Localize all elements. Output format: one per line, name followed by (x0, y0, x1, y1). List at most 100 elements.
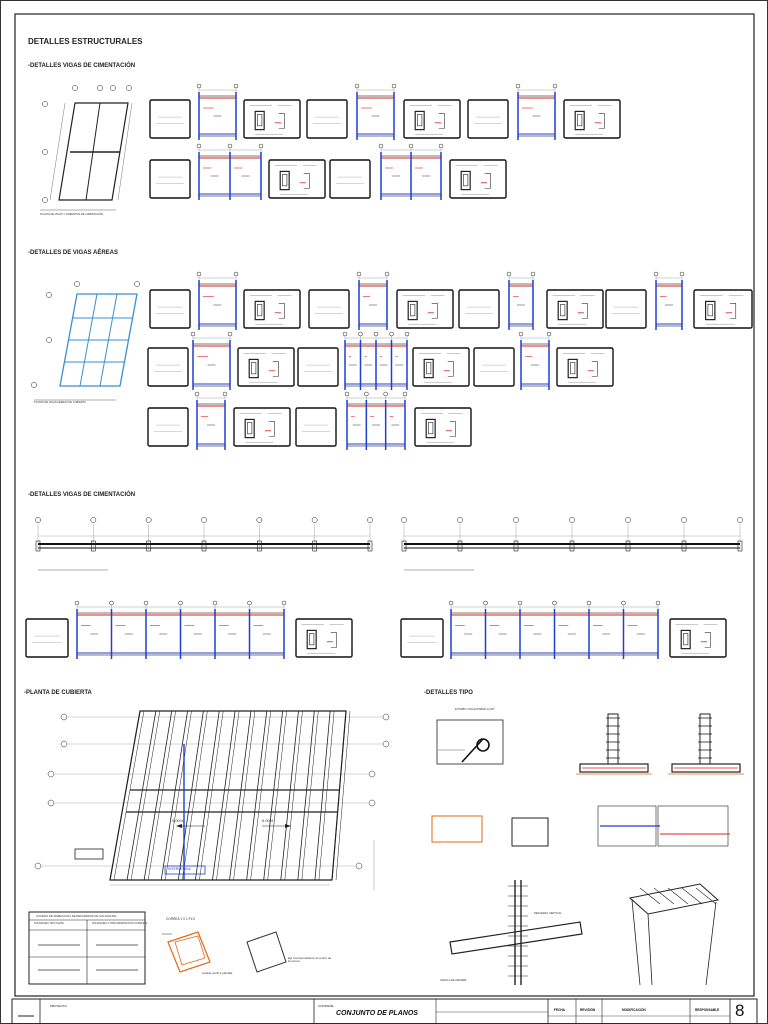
beam-axis-bubble (74, 600, 80, 606)
beam-axis-bubble (621, 600, 626, 606)
roof-beam (99, 293, 118, 387)
grid-bubble (34, 862, 42, 870)
grid-bubble (201, 517, 207, 523)
sheet-main-title: DETALLES ESTRUCTURALES (28, 37, 143, 46)
detail-section (567, 358, 578, 379)
beam-axis-bubble (227, 143, 233, 149)
section-box (147, 347, 189, 387)
beam-axis-bubble (196, 143, 202, 149)
title-block-contains-label: CONTIENE (318, 1004, 334, 1008)
hook-detail (330, 632, 337, 648)
beam-axis-bubble (530, 271, 536, 277)
purlin-profile (167, 931, 211, 973)
beam-axis-bubble (552, 600, 557, 606)
detail-box (449, 159, 507, 199)
detail-section (248, 358, 259, 379)
column-top-face (631, 899, 641, 986)
detail-box (396, 289, 454, 329)
grid-bubble (60, 740, 68, 748)
axis-line (49, 102, 66, 201)
hook-detail (591, 361, 598, 377)
section-box (467, 99, 509, 139)
section-title-detalles-tipo: -DETALLES TIPO (424, 690, 473, 696)
roof-purlin (246, 710, 268, 881)
detail-core (577, 114, 583, 127)
ridge-label-box (164, 865, 206, 875)
footing-mark (146, 540, 151, 552)
sheet-number: 8 (735, 1001, 745, 1020)
beam-axis-bubble (354, 83, 360, 89)
section-title-cimentacion-bottom: -DETALLES VIGAS DE CIMENTACIÓN (28, 492, 136, 498)
grid-bubble (382, 740, 390, 748)
detail-section (306, 629, 317, 650)
section-box (306, 99, 348, 139)
hook-detail (704, 632, 711, 648)
grid-bubble (457, 517, 463, 523)
detail-box (414, 407, 472, 447)
beam-axis-bubble (391, 83, 397, 89)
footing-detail (579, 763, 649, 773)
roof-purlin (263, 710, 284, 881)
detail-section (407, 300, 418, 321)
hook-detail (278, 303, 285, 319)
title-block-project-label: PROYECTO (50, 1004, 67, 1008)
hook-detail (447, 361, 454, 377)
grid-bubble (569, 517, 575, 523)
roof-purlin (284, 710, 303, 881)
purlin-profile-2 (246, 931, 287, 973)
weld-table-col2: SOLDADURA A TOPE PENETRACIÓN COMPLETA (92, 922, 148, 925)
detail-core (426, 362, 432, 375)
beam-axis-bubble (389, 331, 394, 337)
grid-bubble (42, 149, 48, 155)
hook-detail (272, 361, 279, 377)
detail-core (251, 362, 257, 375)
section-title-aereas: -DETALLES DE VIGAS AÉREAS (28, 250, 119, 256)
beam-axis-bubble (344, 391, 350, 397)
beam-axis-bubble (358, 331, 363, 337)
beam-axis-bubble (356, 271, 362, 277)
detail-box (243, 289, 301, 329)
grid-bubble (311, 517, 318, 523)
grid-bubble (90, 517, 97, 523)
beam-axis-bubble (194, 391, 200, 397)
beam-axis-bubble (653, 271, 659, 277)
roof-purlin (130, 710, 161, 881)
footing-mark (91, 540, 96, 552)
section-title-cubierta: -PLANTA DE CUBIERTA (24, 690, 92, 696)
roof-purlin (229, 710, 252, 881)
grid-bubble (110, 85, 116, 91)
grid-bubble (681, 517, 687, 523)
grid-bubble (31, 382, 37, 388)
column-top-face (647, 913, 653, 986)
column-top-rebar (681, 887, 703, 905)
profile-note-b: Eje correspondiente al centro de la corr… (288, 956, 332, 963)
section-box (458, 289, 500, 329)
roof-purlin (250, 710, 272, 881)
hook-detail-frame (436, 719, 504, 765)
slope-label-right: 5.00% (262, 818, 274, 823)
detail-section (244, 418, 255, 439)
roof-purlin (126, 710, 157, 881)
grid-bubble (46, 292, 52, 298)
beam-axis-bubble (552, 83, 558, 89)
section-box (147, 407, 189, 447)
footing-mark (201, 540, 207, 552)
column-detail (607, 713, 619, 765)
beam-axis-bubble (586, 600, 592, 606)
beam-axis-bubble (517, 600, 523, 606)
roof-purlin (314, 710, 331, 881)
roof-purlin (194, 710, 220, 881)
detail-note-1: ESTRIBO CON EXTREMO A 135° (455, 708, 495, 711)
detail-section (574, 110, 585, 131)
grid-bubble (97, 85, 103, 91)
beam-axis-bubble (679, 271, 685, 277)
grid-bubble (42, 197, 48, 203)
section-box (149, 159, 191, 199)
detail-core (257, 304, 263, 317)
slope-arrowhead (176, 824, 182, 828)
title-block-modificacion: MODIFICACIÓN (622, 1008, 646, 1012)
grid-bubble (72, 85, 78, 91)
hook-bend (476, 738, 490, 752)
footing-mark (401, 540, 407, 552)
